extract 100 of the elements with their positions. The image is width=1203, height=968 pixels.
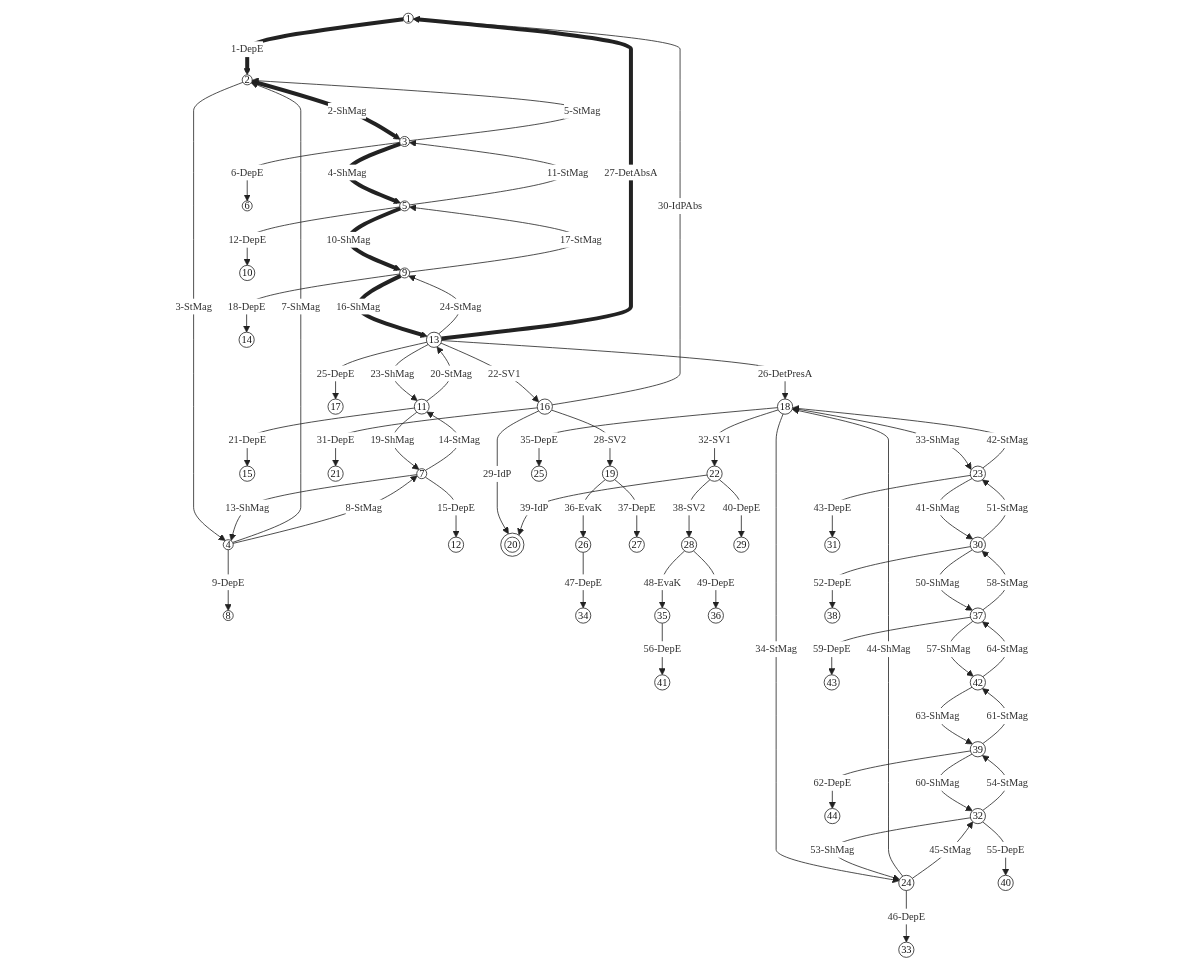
node-circle: 43 (823, 674, 840, 691)
node-circle: 40 (997, 874, 1014, 891)
edge-label: 3-StMag (175, 300, 212, 313)
edge-label: 41-ShMag (915, 501, 960, 514)
edge-label: 42-StMag (986, 433, 1028, 446)
edge-label: 55-DepE (986, 843, 1025, 856)
node-circle: 7 (416, 468, 427, 480)
edge-label: 34-StMag (755, 642, 797, 655)
node-circle: 6 (241, 200, 253, 212)
node-circle: 41 (654, 674, 671, 691)
edge-label: 6-DepE (230, 166, 264, 179)
edge-label: 13-ShMag (225, 501, 269, 514)
arrow (243, 17, 404, 76)
edge-label: 40-DepE (722, 501, 760, 514)
edge-label: 60-ShMag (915, 776, 960, 789)
node-circle: 3 (399, 136, 410, 147)
node-circle: 27 (628, 536, 645, 553)
edge-label: 28-SV2 (593, 433, 626, 446)
edge-label: 15-DepE (437, 501, 475, 514)
edge-label: 37-DepE (617, 501, 656, 514)
edge-label: 10-ShMag (326, 233, 371, 246)
edge-label: 18-DepE (227, 300, 266, 313)
edge-label: 21-DepE (228, 433, 266, 446)
edge-label: 51-StMag (986, 501, 1028, 514)
edge-label: 43-DepE (813, 501, 851, 514)
edge-label: 5-StMag (563, 104, 601, 117)
edge-label: 19-ShMag (370, 433, 415, 446)
node-circle: 20 (500, 532, 525, 557)
edge-label: 9-DepE (211, 575, 245, 588)
edge-label: 62-DepE (813, 776, 851, 789)
node-circle: 32 (969, 808, 986, 825)
edge-label: 16-ShMag (335, 300, 380, 313)
node-circle: 4 (222, 539, 234, 551)
node-circle: 9 (399, 267, 410, 279)
node-circle: 39 (969, 741, 986, 758)
edge-label: 44-ShMag (866, 642, 911, 655)
edge-label: 36-EvaK (564, 501, 602, 514)
edge-label: 20-StMag (430, 367, 472, 380)
edge-label: 23-ShMag (370, 367, 415, 380)
edge-label: 39-IdP (519, 501, 549, 514)
node-circle: 2 (241, 74, 253, 86)
edge-label: 57-ShMag (926, 642, 971, 655)
edge-label: 58-StMag (986, 575, 1028, 588)
node-circle: 17 (327, 398, 344, 415)
edge-label: 7-ShMag (281, 300, 320, 313)
node-circle: 28 (680, 536, 697, 553)
edge-label: 17-StMag (559, 233, 602, 246)
node-circle: 30 (969, 536, 986, 553)
node-circle: 24 (898, 874, 915, 891)
node-circle: 26 (574, 536, 591, 553)
edge-label: 35-DepE (520, 433, 558, 446)
node-circle: 8 (222, 610, 234, 621)
edge-label: 49-DepE (696, 575, 735, 588)
edge-label: 38-SV2 (672, 501, 706, 514)
node-circle: 13 (425, 331, 442, 348)
node-circle: 22 (706, 465, 723, 482)
edge-label: 50-ShMag (915, 575, 960, 588)
node-circle: 37 (969, 607, 986, 624)
node-circle: 38 (824, 607, 841, 624)
node-circle: 18 (776, 398, 793, 415)
edge-label: 46-DepE (887, 910, 925, 923)
edge-label: 12-DepE (228, 233, 266, 246)
edge-label: 52-DepE (813, 575, 851, 588)
edge-label: 33-ShMag (915, 433, 960, 446)
edge-label: 54-StMag (986, 776, 1028, 789)
node-circle: 42 (969, 674, 986, 691)
edge-label: 59-DepE (812, 642, 851, 655)
node-circle: 21 (327, 465, 344, 482)
edge-label: 4-ShMag (327, 166, 367, 179)
node-circle: 44 (824, 808, 841, 825)
edge-label: 63-ShMag (915, 709, 960, 722)
edge-label: 2-ShMag (327, 104, 367, 117)
node-circle: 23 (969, 465, 986, 482)
node-circle: 25 (530, 465, 547, 482)
node-circle: 5 (399, 200, 410, 212)
node-circle: 29 (733, 536, 750, 553)
node-circle: 11 (413, 398, 430, 415)
edge-label: 27-DetAbsA (604, 166, 658, 179)
node-circle: 12 (447, 536, 464, 553)
node-circle: 1 (402, 12, 414, 24)
edge-label: 30-IdPAbs (657, 199, 702, 212)
node-circle: 19 (601, 465, 618, 482)
edge-label: 25-DepE (316, 367, 355, 380)
node-circle: 14 (238, 331, 255, 348)
edge-label: 24-StMag (439, 300, 482, 313)
node-circle: 34 (574, 607, 591, 624)
edge-label: 14-StMag (438, 433, 480, 446)
edge-label: 29-IdP (482, 467, 512, 480)
node-circle: 10 (238, 264, 255, 281)
edge-label: 45-StMag (929, 843, 971, 856)
edge-label: 53-ShMag (810, 843, 855, 856)
edge-label: 31-DepE (316, 433, 355, 446)
edge-label: 32-SV1 (698, 433, 731, 446)
edge-label: 1-DepE (230, 42, 264, 55)
node-circle: 16 (536, 398, 553, 415)
edge-label: 47-DepE (564, 575, 602, 588)
edge-label: 56-DepE (643, 642, 681, 655)
node-circle: 31 (824, 536, 841, 553)
node-circle: 15 (238, 465, 255, 482)
node-circle: 33 (898, 941, 915, 958)
